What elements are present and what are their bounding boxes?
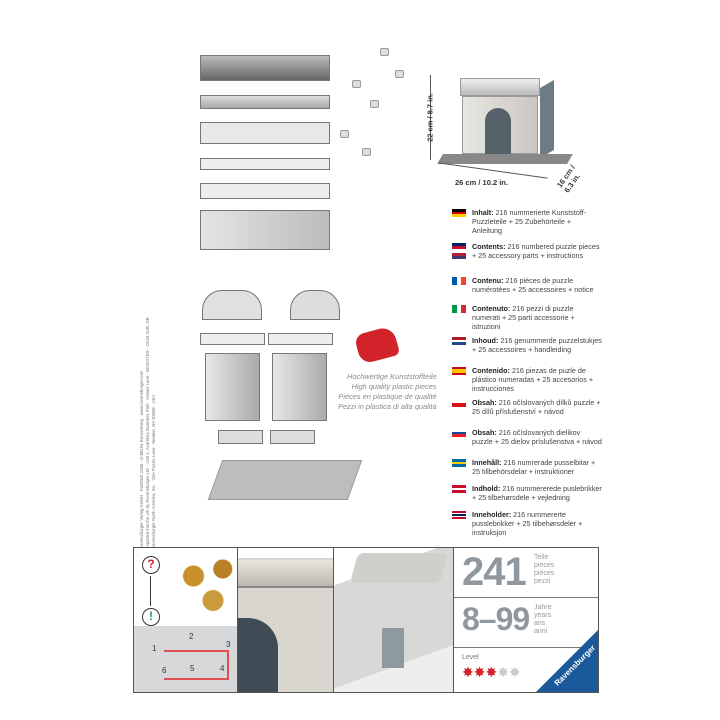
instructions-panel: ? ! 1 2 3 4 5 6 bbox=[133, 547, 238, 693]
gb-us-flag-icon bbox=[452, 243, 466, 260]
level-piece-empty-icon: ✸ bbox=[497, 664, 509, 680]
contents-text: Innehåll: 216 numrerade pusselbitar + 25… bbox=[472, 458, 596, 476]
no-flag-icon bbox=[452, 511, 466, 519]
contents-item: Obsah: 216 očíslovaných dílků puzzle + 2… bbox=[452, 398, 602, 416]
imprint-text: Ravensburger Verlag GmbH · Postfach 2460… bbox=[139, 289, 157, 549]
exclamation-icon: ! bbox=[142, 608, 160, 626]
step-number: 3 bbox=[226, 640, 231, 649]
age-label: ans bbox=[534, 620, 546, 627]
quality-line: Pièces en plastique de qualité bbox=[338, 392, 437, 401]
contents-text: Obsah: 216 očíslovaných dielikov puzzle … bbox=[472, 428, 602, 446]
contents-text: Obsah: 216 očíslovaných dílků puzzle + 2… bbox=[472, 398, 601, 416]
contents-item: Contents: 216 numbered puzzle pieces + 2… bbox=[452, 242, 602, 260]
quality-line: High quality plastic pieces bbox=[351, 382, 437, 391]
quality-line: Pezzi in plastica di alta qualità bbox=[338, 402, 437, 411]
age-label: years bbox=[534, 612, 552, 619]
depth-dimension: 16 cm / 6.3 in. bbox=[555, 163, 582, 195]
dk-flag-icon bbox=[452, 485, 466, 494]
contents-text: Indhold: 216 nummererede puslebrikker + … bbox=[472, 484, 602, 502]
contents-item: Innehåll: 216 numrerade pusselbitar + 25… bbox=[452, 458, 602, 476]
difficulty-level: ✸✸✸✸✸ bbox=[462, 664, 521, 682]
step-number: 1 bbox=[152, 644, 157, 653]
it-flag-icon bbox=[452, 305, 467, 313]
quality-note: Hochwertige Kunststoffteile High quality… bbox=[338, 372, 437, 412]
age-range: 8–99 bbox=[462, 601, 530, 637]
product-info-box: 241 Teile pieces pièces pezzi 8–99 Jahre… bbox=[453, 547, 599, 693]
contents-item: Inneholder: 216 nummererte pusslebrikker… bbox=[452, 510, 602, 537]
contents-text: Contenu: 216 pièces de puzzle numérotées… bbox=[472, 276, 594, 294]
level-label: Level bbox=[462, 654, 479, 661]
pieces-label: Teile bbox=[534, 554, 549, 561]
width-dimension: 26 cm / 10.2 in. bbox=[455, 178, 508, 187]
quality-line: Hochwertige Kunststoffteile bbox=[347, 372, 437, 381]
assembly-path bbox=[164, 650, 229, 680]
contents-text: Contenido: 216 piezas de puzle de plásti… bbox=[472, 366, 594, 393]
model-closeup-photo bbox=[333, 547, 454, 693]
contents-item: Inhoud: 216 genummerde puzzelstukjes + 2… bbox=[452, 336, 602, 354]
contents-item: Indhold: 216 nummererede puslebrikker + … bbox=[452, 484, 602, 502]
red-puzzle-piece-icon bbox=[353, 325, 401, 365]
height-dimension: 22 cm / 8.7 in. bbox=[425, 93, 435, 142]
level-piece-filled-icon: ✸ bbox=[485, 664, 498, 680]
contents-item: Contenu: 216 pièces de puzzle numérotées… bbox=[452, 276, 602, 294]
contents-item: Contenido: 216 piezas de puzle de plásti… bbox=[452, 366, 602, 393]
pieces-label: pezzi bbox=[534, 578, 551, 585]
question-icon: ? bbox=[142, 556, 160, 574]
contents-text: Inhoud: 216 genummerde puzzelstukjes + 2… bbox=[472, 336, 602, 354]
contents-text: Contents: 216 numbered puzzle pieces + 2… bbox=[472, 242, 600, 260]
level-piece-filled-icon: ✸ bbox=[473, 664, 486, 680]
sk-flag-icon bbox=[452, 429, 466, 438]
contents-text: Inneholder: 216 nummererte pusslebrikker… bbox=[472, 510, 583, 537]
contents-item: Inhalt: 216 nummerierte Kunststoff-Puzzl… bbox=[452, 208, 602, 235]
step-number: 5 bbox=[190, 664, 195, 673]
es-flag-icon bbox=[452, 367, 466, 375]
contents-item: Contenuto: 216 pezzi di puzzle numerati … bbox=[452, 304, 602, 331]
step-number: 6 bbox=[162, 666, 167, 675]
nl-flag-icon bbox=[452, 337, 466, 346]
imprint-line: Ravensburger North America, Inc. · One P… bbox=[151, 394, 156, 549]
step-number: 4 bbox=[220, 664, 225, 673]
de-flag-icon bbox=[452, 209, 466, 218]
contents-text: Inhalt: 216 nummerierte Kunststoff-Puzzl… bbox=[472, 208, 587, 235]
piece-count: 241 bbox=[462, 550, 527, 594]
se-flag-icon bbox=[452, 459, 466, 468]
level-piece-filled-icon: ✸ bbox=[462, 664, 474, 680]
cz-flag-icon bbox=[452, 399, 466, 407]
contents-text: Contenuto: 216 pezzi di puzzle numerati … bbox=[472, 304, 575, 331]
arch-detail-photo bbox=[237, 547, 334, 693]
pieces-label: pieces bbox=[534, 562, 555, 569]
contents-item: Obsah: 216 očíslovaných dielikov puzzle … bbox=[452, 428, 602, 446]
ravensburger-logo bbox=[536, 630, 598, 692]
age-label: Jahre bbox=[534, 604, 552, 611]
fr-flag-icon bbox=[452, 277, 467, 285]
level-piece-empty-icon: ✸ bbox=[508, 664, 521, 680]
step-number: 2 bbox=[189, 632, 194, 641]
pieces-label: pièces bbox=[534, 570, 555, 577]
